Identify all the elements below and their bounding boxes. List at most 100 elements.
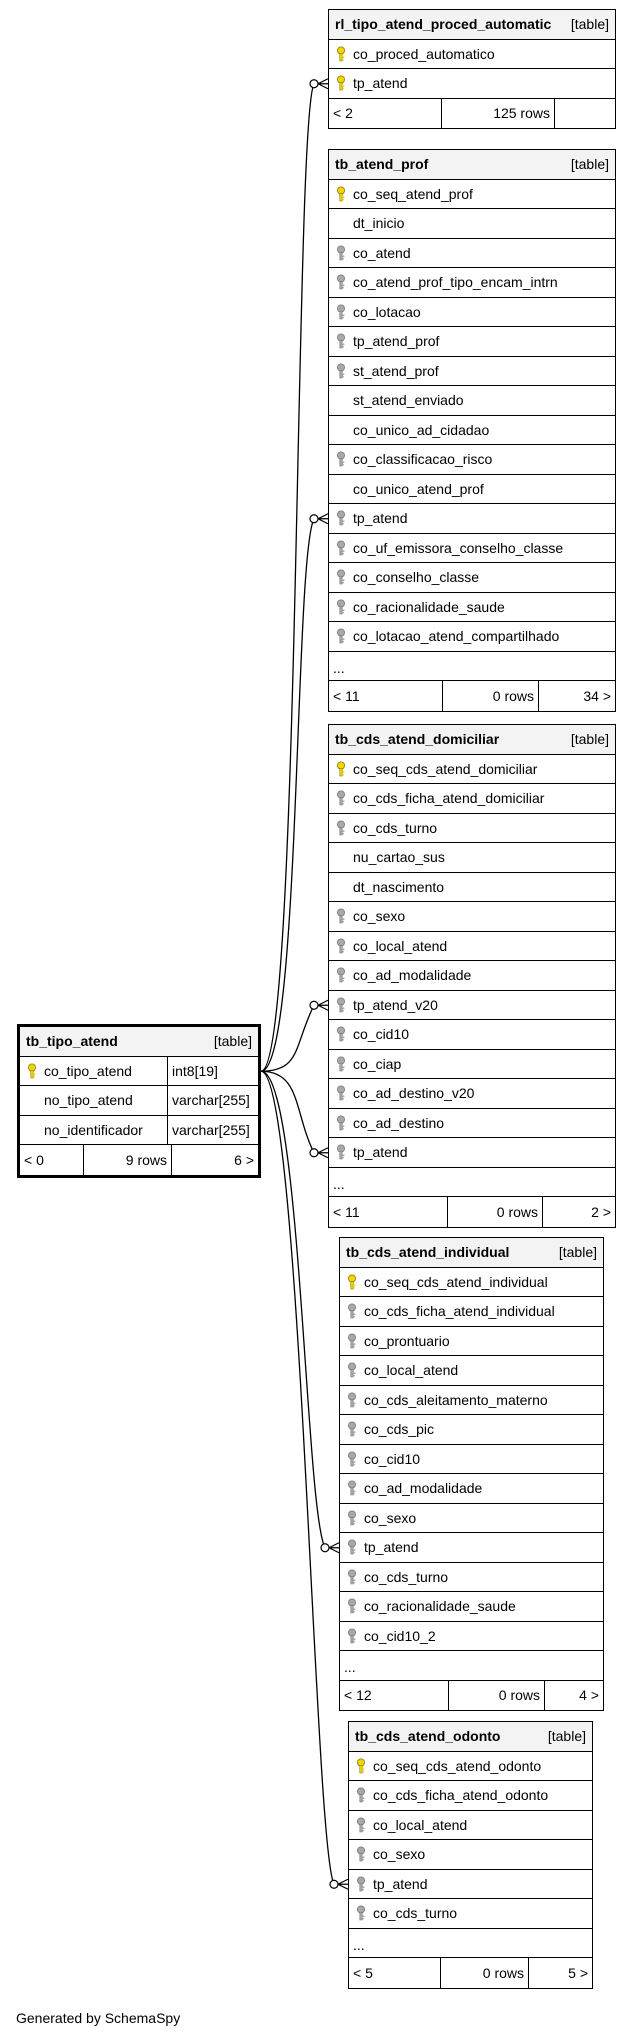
column-row[interactable]: co_ciap xyxy=(329,1050,615,1079)
column-name: co_cds_ficha_atend_domiciliar xyxy=(353,790,545,807)
table-header[interactable]: tb_atend_prof[table] xyxy=(329,150,615,180)
column-row[interactable]: tp_atend xyxy=(340,1533,603,1563)
children-count[interactable]: 4 > xyxy=(579,1687,599,1704)
table-tb_cds_atend_domiciliar[interactable]: tb_cds_atend_domiciliar[table] co_seq_cds… xyxy=(328,724,616,1228)
column-name: co_seq_cds_atend_domiciliar xyxy=(353,760,538,777)
column-row[interactable]: dt_inicio xyxy=(329,209,615,239)
column-row[interactable]: co_cds_ficha_atend_individual xyxy=(340,1297,603,1327)
table-header[interactable]: rl_tipo_atend_proced_automatic[table] xyxy=(329,10,615,40)
column-row[interactable]: co_cds_ficha_atend_odonto xyxy=(349,1781,592,1811)
column-row[interactable]: co_local_atend xyxy=(349,1811,592,1840)
column-type: varchar[255] xyxy=(172,1121,250,1138)
parents-count[interactable]: < 11 xyxy=(329,1197,448,1227)
foreign-key-icon xyxy=(335,790,347,806)
column-row[interactable]: co_sexo xyxy=(340,1504,603,1533)
column-row[interactable]: co_cid10_2 xyxy=(340,1622,603,1651)
table-header[interactable]: tb_cds_atend_odonto[table] xyxy=(349,1722,592,1752)
column-row[interactable]: co_seq_cds_atend_individual xyxy=(340,1268,603,1297)
column-row[interactable]: co_classificacao_risco xyxy=(329,445,615,475)
column-row[interactable]: tp_atend xyxy=(329,69,615,99)
parents-count[interactable]: < 11 xyxy=(329,681,443,711)
column-row[interactable]: co_atend xyxy=(329,239,615,268)
column-name: co_unico_atend_prof xyxy=(353,480,484,497)
column-row[interactable]: tp_atend xyxy=(329,504,615,534)
column-row[interactable]: co_cds_turno xyxy=(340,1563,603,1592)
column-row[interactable]: co_atend_prof_tipo_encam_intrn xyxy=(329,268,615,298)
optional-marker xyxy=(309,1148,319,1158)
column-row[interactable]: co_local_atend xyxy=(340,1356,603,1386)
column-row[interactable]: co_ad_modalidade xyxy=(329,961,615,991)
column-row[interactable]: co_ad_destino_v20 xyxy=(329,1079,615,1109)
children-count[interactable]: 34 > xyxy=(583,687,611,704)
column-row[interactable]: co_local_atend xyxy=(329,932,615,961)
column-row[interactable]: st_atend_prof xyxy=(329,357,615,386)
column-row[interactable]: co_cds_turno xyxy=(349,1899,592,1929)
optional-marker xyxy=(309,1000,319,1010)
column-row[interactable]: co_cds_ficha_atend_domiciliar xyxy=(329,784,615,814)
column-row[interactable]: co_ad_modalidade xyxy=(340,1474,603,1504)
column-row[interactable]: co_racionalidade_saude xyxy=(340,1592,603,1622)
column-row[interactable]: co_cds_aleitamento_materno xyxy=(340,1386,603,1415)
column-row[interactable]: co_uf_emissora_conselho_classe xyxy=(329,534,615,563)
children-count[interactable] xyxy=(555,99,615,129)
children-count[interactable]: 6 > xyxy=(234,1151,254,1168)
column-name: co_ciap xyxy=(353,1055,402,1072)
table-tb_cds_atend_individual[interactable]: tb_cds_atend_individual[table] co_seq_cds… xyxy=(339,1237,604,1711)
column-row[interactable]: co_sexo xyxy=(349,1840,592,1870)
more-columns-ellipsis[interactable]: ... xyxy=(329,1168,615,1197)
column-name: co_seq_cds_atend_individual xyxy=(364,1273,548,1290)
column-name: co_cds_ficha_atend_individual xyxy=(364,1303,555,1320)
column-row[interactable]: co_cid10 xyxy=(340,1445,603,1474)
column-row[interactable]: nu_cartao_sus xyxy=(329,843,615,873)
parents-count[interactable]: < 5 xyxy=(349,1958,441,1988)
parents-count[interactable]: < 2 xyxy=(329,98,442,128)
column-row[interactable]: co_prontuario xyxy=(340,1327,603,1356)
column-row[interactable]: co_sexo xyxy=(329,902,615,932)
foreign-key-icon xyxy=(335,908,347,924)
column-row[interactable]: dt_nascimento xyxy=(329,873,615,902)
foreign-key-icon xyxy=(335,274,347,290)
children-count[interactable]: 2 > xyxy=(591,1203,611,1220)
parents-count[interactable]: < 0 xyxy=(20,1145,84,1175)
column-row[interactable]: tp_atend_v20 xyxy=(329,991,615,1020)
column-row[interactable]: tp_atend xyxy=(329,1138,615,1168)
more-columns-ellipsis[interactable]: ... xyxy=(340,1651,603,1681)
column-row[interactable]: co_cds_turno xyxy=(329,814,615,843)
column-row[interactable]: co_unico_ad_cidadao xyxy=(329,416,615,445)
column-row[interactable]: co_conselho_classe xyxy=(329,563,615,593)
column-row[interactable]: co_seq_cds_atend_odonto xyxy=(349,1752,592,1781)
column-row[interactable]: tp_atend xyxy=(349,1870,592,1899)
foreign-key-icon xyxy=(355,1905,367,1921)
column-row[interactable]: tp_atend_prof xyxy=(329,327,615,357)
column-row[interactable]: co_proced_automatico xyxy=(329,40,615,69)
table-name: tb_cds_atend_odonto xyxy=(355,1728,501,1745)
column-row[interactable]: co_seq_atend_prof xyxy=(329,180,615,209)
table-rl_tipo_atend_proced_automatic[interactable]: rl_tipo_atend_proced_automatic[table]co_… xyxy=(328,9,616,129)
children-count[interactable]: 5 > xyxy=(568,1964,588,1981)
more-columns-ellipsis[interactable]: ... xyxy=(349,1929,592,1958)
primary-key-icon xyxy=(335,761,347,777)
table-header[interactable]: tb_cds_atend_individual[table] xyxy=(340,1238,603,1268)
foreign-key-icon xyxy=(355,1846,367,1862)
column-row[interactable]: co_ad_destino xyxy=(329,1109,615,1138)
column-row[interactable]: co_lotacao xyxy=(329,298,615,327)
many-marker xyxy=(328,1542,340,1554)
column-row[interactable]: co_lotacao_atend_compartilhado xyxy=(329,622,615,652)
column-row[interactable]: co_unico_atend_prof xyxy=(329,475,615,504)
more-columns-ellipsis[interactable]: ... xyxy=(329,652,615,681)
parents-count[interactable]: < 12 xyxy=(340,1680,449,1710)
column-row[interactable]: co_cid10 xyxy=(329,1020,615,1050)
column-row[interactable]: co_cds_pic xyxy=(340,1415,603,1445)
column-row[interactable]: st_atend_enviado xyxy=(329,386,615,416)
column-row[interactable]: co_seq_cds_atend_domiciliar xyxy=(329,755,615,784)
column-row[interactable]: co_racionalidade_saude xyxy=(329,593,615,622)
column-name: co_racionalidade_saude xyxy=(364,1598,516,1615)
table-header[interactable]: tb_cds_atend_domiciliar[table] xyxy=(329,725,615,755)
table-tb_cds_atend_odonto[interactable]: tb_cds_atend_odonto[table]co_seq_cds_ate… xyxy=(348,1721,593,1989)
table-header[interactable]: tb_tipo_atend[table] xyxy=(20,1027,258,1057)
